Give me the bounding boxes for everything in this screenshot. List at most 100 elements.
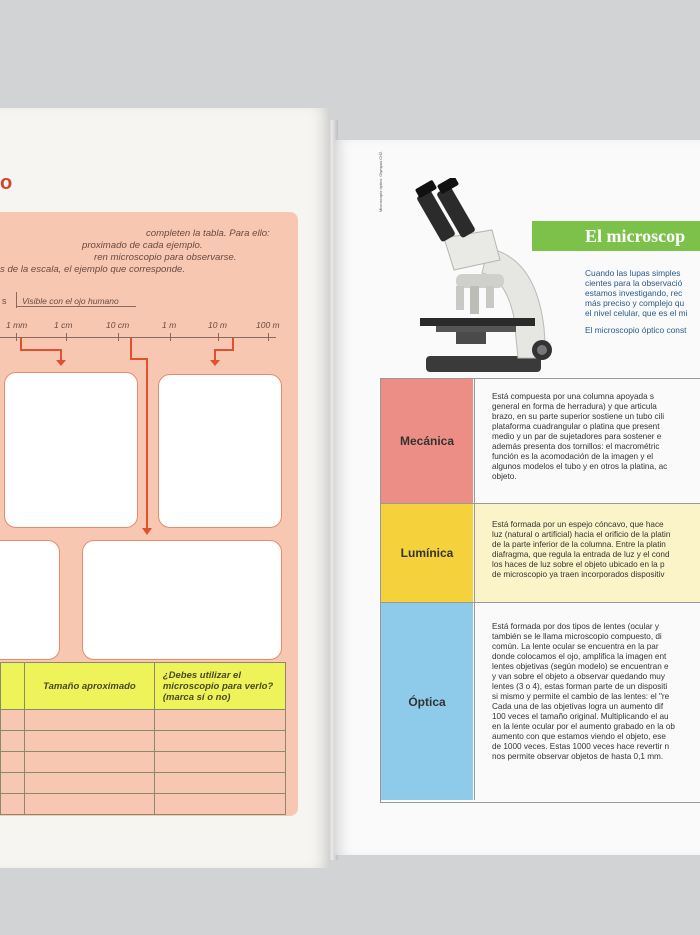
- row-text-line: y van sobre el objeto a observar quedand…: [492, 672, 665, 681]
- connector-line: [20, 338, 22, 350]
- table-cell[interactable]: [24, 709, 155, 731]
- row-text-line: 100 veces el tamaño original. Multiplica…: [492, 712, 669, 721]
- table-cell[interactable]: [153, 793, 287, 815]
- row-divider: [380, 602, 700, 603]
- row-text-mecanica: Está compuesta por una columna apoyada s…: [492, 392, 700, 482]
- table-cell[interactable]: [153, 709, 287, 731]
- instructions: completen la tabla. Para ello: proximado…: [0, 228, 290, 276]
- instruction-line: proximado de cada ejemplo.: [82, 240, 203, 251]
- row-text-line: medio y un par de sujetadores para soste…: [492, 432, 662, 441]
- row-text-line: común. La lente ocular se encuentra en l…: [492, 642, 659, 651]
- row-text-line: algunos modelos el tubo y en otros la pl…: [492, 462, 668, 471]
- row-text-line: Está formada por un espejo cóncavo, que …: [492, 520, 664, 529]
- eyepiece-cap: [437, 178, 459, 194]
- connector-line: [130, 338, 132, 360]
- condenser: [456, 332, 486, 344]
- parts-table: [380, 378, 700, 803]
- table-cell[interactable]: [24, 730, 155, 752]
- tick-label: 100 m: [256, 320, 280, 330]
- row-divider: [380, 503, 700, 504]
- objective-lens: [470, 286, 479, 314]
- table-header-row: Tamaño aproximado ¿Debes utilizar el mic…: [0, 662, 287, 710]
- microscope-head: [443, 229, 501, 271]
- table-header-size: Tamaño aproximado: [24, 662, 155, 710]
- answer-box[interactable]: [82, 540, 282, 660]
- tick-label: 1 m: [162, 320, 177, 330]
- objective-lens: [456, 286, 464, 310]
- table-cell[interactable]: [0, 772, 26, 794]
- row-label-mecanica: Mecánica: [381, 379, 473, 503]
- answer-box[interactable]: [158, 374, 282, 528]
- instruction-line: s de la escala, el ejemplo que correspon…: [0, 264, 186, 275]
- table-row: [0, 709, 287, 731]
- scale-tick: [268, 333, 269, 341]
- row-text-line: Está formada por dos tipos de lentes (oc…: [492, 622, 660, 631]
- row-text-line: también se le llama microscopio compuest…: [492, 632, 662, 641]
- row-text-line: Está compuesta por una columna apoyada s: [492, 392, 655, 401]
- arrow-head: [56, 360, 66, 366]
- row-text-luminica: Está formada por un espejo cóncavo, que …: [492, 520, 700, 580]
- microscope-stage: [420, 318, 535, 326]
- fine-focus-knob: [537, 345, 547, 355]
- table-cell[interactable]: [0, 751, 26, 773]
- row-text-line: además presenta dos tornillos: el macrom…: [492, 442, 660, 451]
- scale-tick: [16, 333, 17, 341]
- row-text-line: los haces de luz sobre el objeto ubicado…: [492, 560, 665, 569]
- tick-label: 10 m: [208, 320, 227, 330]
- scale-tick: [170, 333, 171, 341]
- intro-line: más preciso y complejo qu: [585, 298, 685, 308]
- connector-line: [20, 349, 62, 351]
- table-cell[interactable]: [153, 772, 287, 794]
- answer-box[interactable]: [4, 372, 138, 528]
- row-text-line: de 1000 veces. Estas 1000 veces hace rev…: [492, 742, 670, 751]
- scale-header: Visible con el ojo humano: [22, 296, 119, 306]
- row-text-line: donde colocamos el ojo, amplifica la ima…: [492, 652, 667, 661]
- row-text-line: de la parte inferior de la columna. Entr…: [492, 540, 666, 549]
- table-cell[interactable]: [24, 751, 155, 773]
- scale-bracket: [16, 306, 136, 307]
- scale-divider: [16, 292, 17, 308]
- tick-label: 1 cm: [54, 320, 73, 330]
- intro-line: Cuando las lupas simples: [585, 268, 681, 278]
- row-text-line: si mismo y permite el cambio de las lent…: [492, 692, 670, 701]
- row-text-optica: Está formada por dos tipos de lentes (oc…: [492, 622, 700, 762]
- scale-marker: s: [2, 296, 7, 306]
- stage-mechanism: [436, 326, 516, 332]
- row-text-line: aumento con que estamos viendo el objeto…: [492, 732, 666, 741]
- eyepiece: [437, 186, 475, 238]
- scale-tick: [66, 333, 67, 341]
- row-text-line: Cada una de las objetivas logra un aumen…: [492, 702, 664, 711]
- eyepiece-cap: [415, 180, 437, 198]
- row-text-line: función es la acomodación de la imagen y…: [492, 452, 654, 461]
- table-cell[interactable]: [24, 772, 155, 794]
- nosepiece: [456, 274, 504, 288]
- row-text-line: nos permite observar objetos de hasta 0,…: [492, 752, 664, 761]
- row-text-line: general en forma de herradura) y que art…: [492, 402, 657, 411]
- table-cell[interactable]: [0, 709, 26, 731]
- table-header-cell: [0, 662, 26, 710]
- row-text-line: de microscopio ya traen incorporados dis…: [492, 570, 665, 579]
- connector-line: [60, 349, 62, 361]
- table-row: [0, 730, 287, 752]
- table-cell[interactable]: [0, 793, 26, 815]
- table-row: [0, 751, 287, 773]
- objective-lens: [486, 286, 494, 308]
- arrow-head: [142, 528, 152, 535]
- row-text-line: lentes objetivas (según modelo) se encue…: [492, 662, 669, 671]
- row-text-line: plataforma cuadrangular o platina que pr…: [492, 422, 660, 431]
- table-cell[interactable]: [24, 793, 155, 815]
- answer-box[interactable]: [0, 540, 60, 660]
- table-row: [0, 793, 287, 815]
- row-text-line: brazo, en su parte superior sostiene un …: [492, 412, 665, 421]
- instruction-line: ren microscopio para observarse.: [94, 252, 237, 263]
- intro-line: cientes para la observació: [585, 278, 683, 288]
- table-cell[interactable]: [153, 751, 287, 773]
- row-text-line: diafragma, que regula la entrada de luz …: [492, 550, 670, 559]
- table-cell[interactable]: [0, 730, 26, 752]
- table-cell[interactable]: [153, 730, 287, 752]
- scale-axis: [0, 337, 276, 338]
- table-header-microscope: ¿Debes utilizar el microscopio para verl…: [153, 662, 287, 710]
- row-bg-luminica: [475, 504, 700, 602]
- image-credit: Microscopio óptico. Olympus CH2.: [378, 150, 383, 212]
- arrow-head: [210, 360, 220, 366]
